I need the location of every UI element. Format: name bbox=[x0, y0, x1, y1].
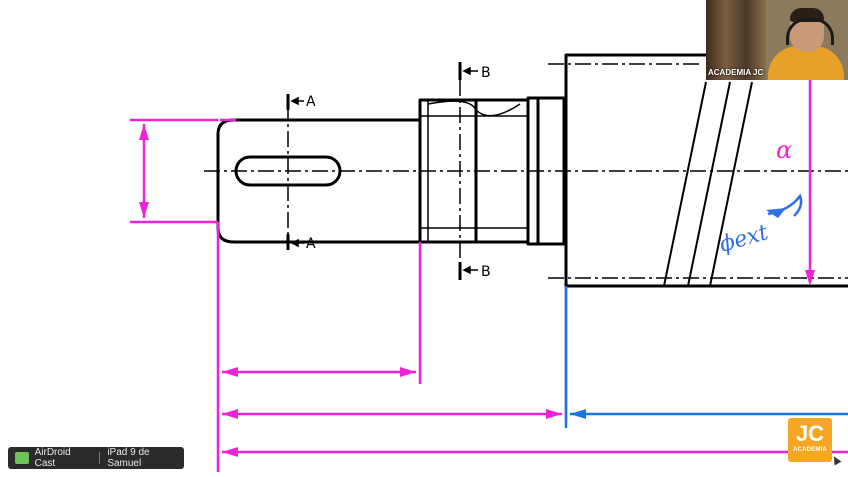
section-arrow bbox=[290, 238, 299, 248]
dimension-arrow bbox=[139, 124, 149, 140]
webcam-caption: ACADEMIA JC bbox=[708, 68, 764, 77]
section-arrow bbox=[462, 265, 471, 275]
helix-line bbox=[663, 81, 707, 287]
dimension-arrow bbox=[570, 409, 586, 419]
section-arrow bbox=[290, 96, 299, 106]
section-arrow bbox=[462, 66, 471, 76]
section-label-a-top: A bbox=[306, 94, 316, 110]
dimension-arrow bbox=[546, 409, 562, 419]
bookshelf bbox=[706, 0, 766, 80]
airdroid-app-name: AirDroid Cast bbox=[34, 447, 71, 469]
helix-line bbox=[687, 81, 731, 287]
dimension-arrow bbox=[400, 367, 416, 377]
headset-icon bbox=[786, 18, 834, 45]
dimension-arrow bbox=[139, 202, 149, 218]
dimension-arrow bbox=[222, 367, 238, 377]
helix-line bbox=[709, 81, 753, 287]
airdroid-device-name: iPad 9 de Samuel bbox=[107, 447, 150, 469]
section-label-a-bottom: A bbox=[306, 236, 316, 252]
section-label-b-top: B bbox=[481, 65, 491, 81]
airdroid-icon bbox=[15, 452, 29, 464]
alpha-annotation: α bbox=[776, 136, 792, 164]
section-label-b-bottom: B bbox=[481, 264, 491, 280]
logo-text: ACADEMIA bbox=[793, 447, 827, 453]
logo-mark: JC bbox=[795, 421, 825, 446]
airdroid-cast-bar[interactable]: AirDroid Cast iPad 9 de Samuel bbox=[8, 447, 184, 469]
phi-ext-annotation: ϕext bbox=[717, 220, 771, 258]
dimension-arrow bbox=[222, 409, 238, 419]
academia-jc-logo: JC ACADEMIA bbox=[788, 418, 832, 462]
pointer-scribble bbox=[766, 208, 786, 218]
shaft-end-outline bbox=[216, 118, 422, 244]
divider bbox=[99, 452, 101, 464]
dimension-arrow bbox=[222, 447, 238, 457]
webcam-overlay: ACADEMIA JC bbox=[706, 0, 848, 80]
hatch-break bbox=[427, 100, 521, 117]
